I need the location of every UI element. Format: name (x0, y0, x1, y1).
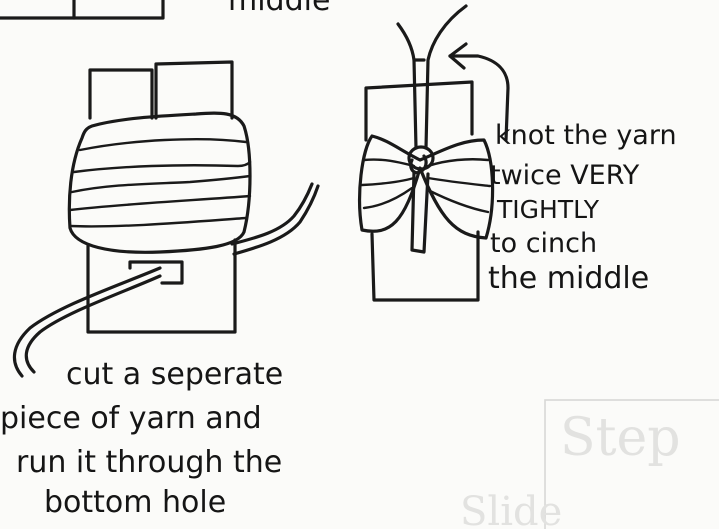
left-caption-line-2: piece of yarn and (0, 401, 262, 436)
right-caption-line-4: to cinch (490, 228, 597, 259)
wrapped-template-figure (14, 62, 318, 376)
bleed-through-marks: Step Slide (460, 400, 719, 529)
right-caption-line-5: the middle (488, 261, 649, 296)
left-caption-line-1: cut a seperate (66, 357, 283, 392)
knot-instruction-caption: knot the yarn twice VERY TIGHTLY to cinc… (488, 120, 677, 296)
right-caption-line-1: knot the yarn (495, 120, 677, 151)
yarn-instruction-caption: cut a seperate piece of yarn and run it … (0, 357, 283, 520)
bleed-through-text-2: Slide (460, 489, 562, 529)
previous-step-fragment: middle (0, 0, 330, 18)
left-caption-line-4: bottom hole (44, 485, 226, 520)
right-caption-line-2: twice VERY (490, 160, 640, 191)
cinched-template-figure (360, 6, 508, 300)
bleed-through-text-1: Step (560, 408, 681, 468)
left-caption-line-3: run it through the (16, 445, 282, 480)
top-fragment-text: middle (228, 0, 330, 18)
right-caption-line-3: TIGHTLY (496, 195, 600, 224)
